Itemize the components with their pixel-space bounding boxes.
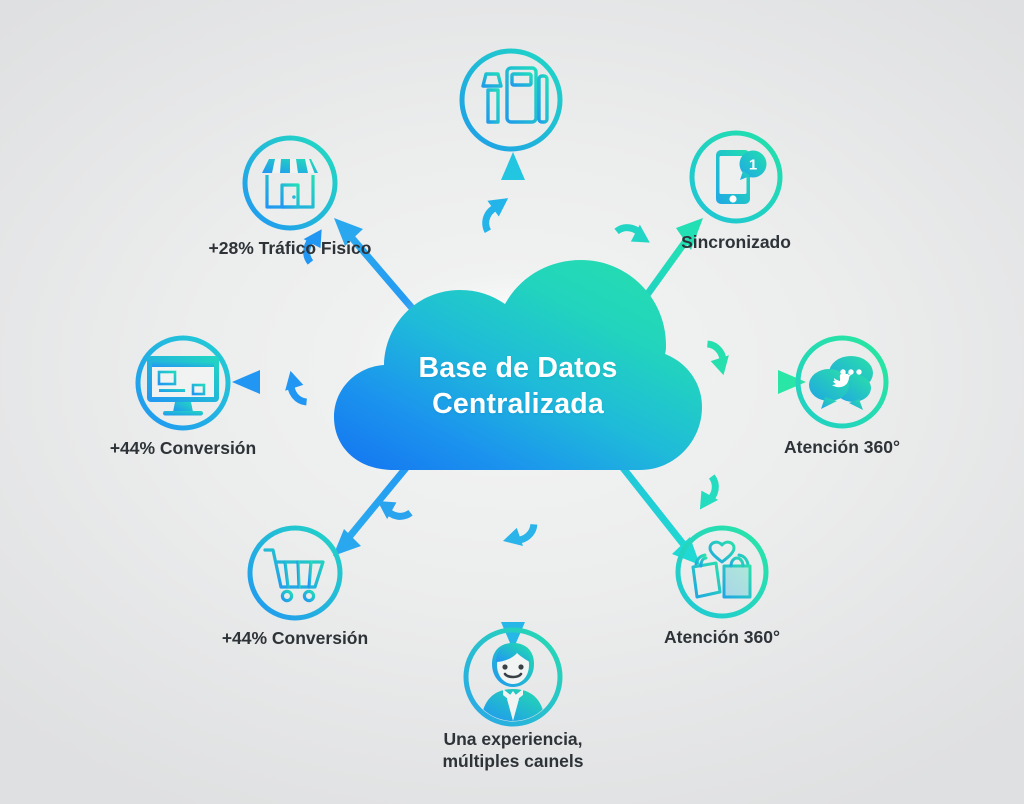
support-agent-icon bbox=[463, 627, 563, 727]
node-atencion-360-bolsas[interactable]: Atención 360° bbox=[664, 521, 780, 647]
node-sincronizado[interactable]: 1 Sincronizado bbox=[681, 126, 791, 252]
storefront-icon bbox=[242, 135, 338, 231]
node-label-atencion-360-social: Atención 360° bbox=[784, 437, 900, 457]
node-label-trafico-fisico: +28% Tráfico Fisico bbox=[208, 238, 372, 258]
shopping-cart-icon bbox=[247, 525, 343, 621]
center-cloud: Base de Datos Centralizada bbox=[304, 234, 732, 502]
node-conversion-carrito[interactable]: +44% Conversión bbox=[222, 521, 368, 648]
node-pos[interactable] bbox=[455, 44, 567, 156]
smartphone-notification-icon: 1 bbox=[689, 130, 783, 224]
rotation-arrow-bottom bbox=[502, 523, 538, 546]
node-atencion-360-social[interactable]: Atención 360° bbox=[784, 331, 900, 457]
rotation-arrow-bottom-left bbox=[377, 500, 413, 520]
node-label-conversion-web: +44% Conversión bbox=[109, 438, 257, 458]
node-label-conversion-carrito: +44% Conversión bbox=[221, 628, 369, 648]
node-label-experiencia-omnicanal: Una experiencia, múltiples caınels bbox=[442, 729, 584, 771]
desktop-ecommerce-icon bbox=[135, 335, 231, 431]
rotation-arrow-top bbox=[482, 198, 509, 233]
shopping-bags-icon bbox=[675, 525, 769, 619]
node-label-sincronizado: Sincronizado bbox=[681, 232, 791, 252]
node-trafico-fisico[interactable]: +28% Tráfico Fisico bbox=[209, 131, 371, 258]
cloud-shape-icon bbox=[334, 260, 702, 470]
pos-terminal-icon bbox=[459, 48, 563, 152]
svg-text:1: 1 bbox=[749, 157, 757, 174]
node-experiencia-omnicanal[interactable]: Una experiencia, múltiples caınels bbox=[442, 621, 584, 771]
node-conversion-web[interactable]: +44% Conversión bbox=[110, 331, 256, 458]
chat-bubbles-icon bbox=[795, 335, 889, 429]
node-label-atencion-360-bolsas: Atención 360° bbox=[664, 627, 780, 647]
